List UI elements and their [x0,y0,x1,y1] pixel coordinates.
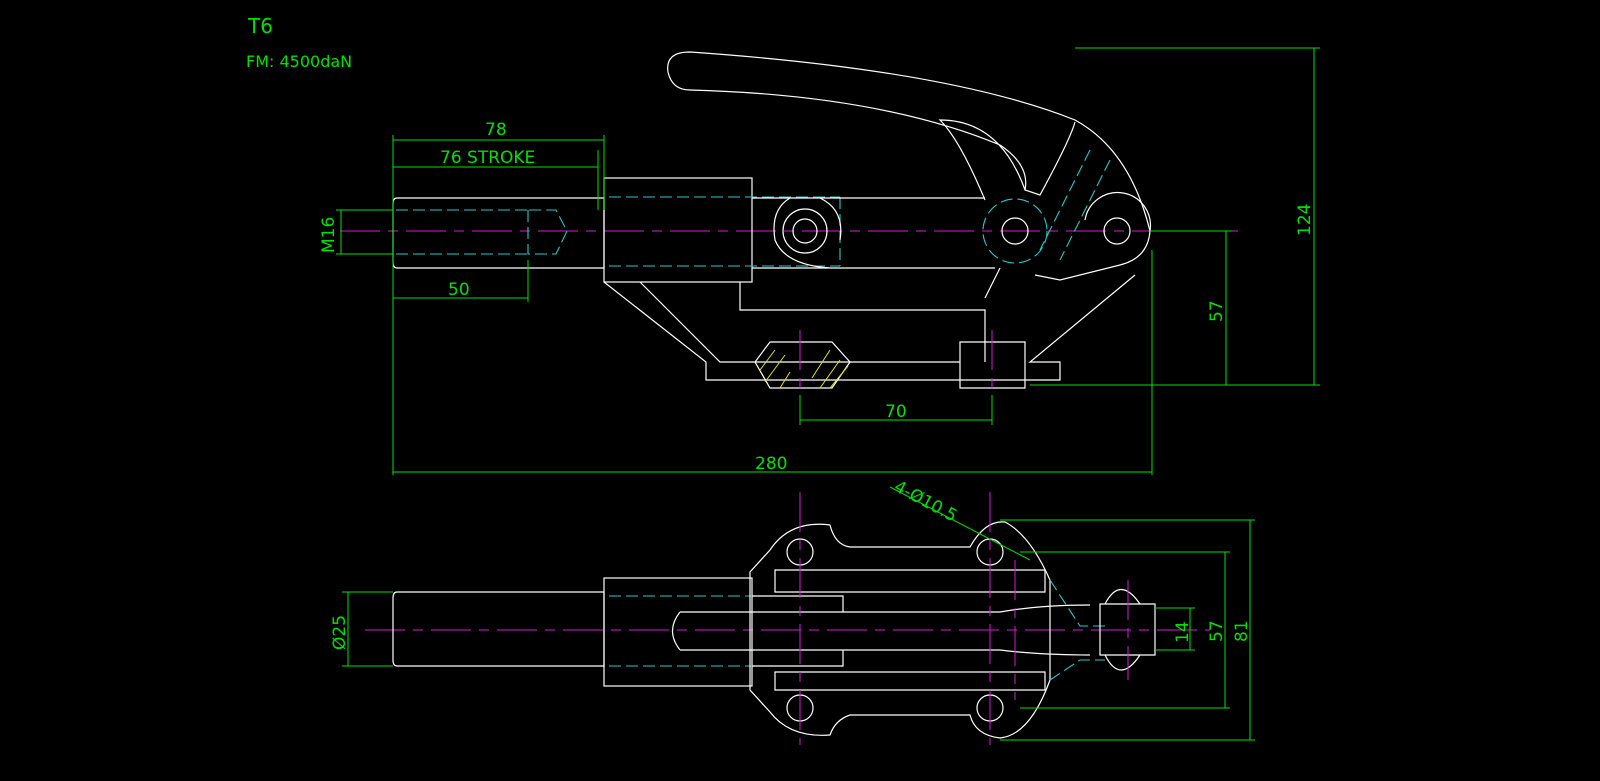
dim-m16: M16 [319,217,339,253]
body-block [603,177,753,283]
pin-inner [792,218,818,244]
dim-280: 280 [755,454,787,474]
section-hatch [759,349,849,389]
dim-14: 14 [1173,621,1193,643]
dim-57-side: 57 [1207,300,1227,322]
pin-outer [782,208,828,254]
clevis-pin [1103,217,1131,245]
bore-hidden-top [609,595,752,667]
force-label: FM: 4500daN [246,52,352,71]
link-top [671,595,1091,667]
dim-70: 70 [885,402,907,422]
bore-hidden [609,196,841,267]
handle [667,51,1151,232]
plunger-rod [392,197,605,269]
clevis-top [1099,588,1156,671]
top-dimensions: Ø25 14 57 81 4-Ø10.5 [330,477,1255,741]
dim-diameter-25: Ø25 [330,615,350,650]
base-frame [603,267,1136,381]
dim-stroke: 76 STROKE [440,148,535,168]
pivot-hidden [982,198,1048,264]
dim-124: 124 [1295,204,1315,236]
side-dimensions: 78 76 STROKE M16 50 70 280 57 124 [319,47,1320,475]
dim-holes: 4-Ø10.5 [891,477,961,527]
side-plates [774,569,1046,691]
mount-bushings [754,341,1026,389]
base-flange [749,521,1051,739]
drawing-title: T6 [247,14,273,38]
clevis [1034,191,1152,281]
dim-81: 81 [1232,620,1252,642]
plunger-rod-top [392,591,605,667]
clevis-hidden [1049,579,1105,681]
dim-57-top: 57 [1207,620,1227,642]
thread-hidden [396,209,568,255]
dim-78: 78 [485,120,507,140]
handle-hidden [1039,149,1111,261]
pivot-pin [1001,217,1029,245]
hole-centerlines [799,492,1129,745]
top-view [365,492,1210,745]
side-view [340,51,1240,400]
link-arm [752,197,995,269]
body-block-top [603,577,753,687]
dim-50: 50 [448,280,470,300]
